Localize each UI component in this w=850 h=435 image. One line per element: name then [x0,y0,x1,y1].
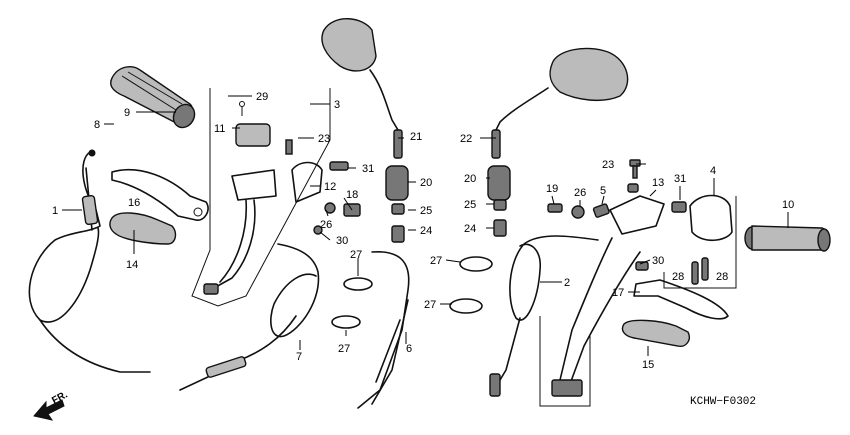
callout-19: 19 [546,183,558,195]
left-grip [110,66,196,129]
callout-1: 1 [52,205,58,217]
callout-30-left: 30 [336,235,348,247]
callout-16: 16 [128,197,140,209]
band-clamps-right [449,256,493,314]
right-switch-harness [539,237,641,407]
callout-21: 21 [410,131,422,143]
callout-labels: 8 9 1 16 14 29 3 11 23 31 12 18 26 30 21… [52,91,794,371]
callout-25-left: 25 [420,205,432,217]
callout-17: 17 [612,287,624,299]
lever-cover-right [621,319,690,347]
callout-18: 18 [346,189,358,201]
callout-28-a: 28 [672,271,684,283]
callout-28-b: 28 [716,271,728,283]
callout-27-d: 27 [424,299,436,311]
band-clamps-left [331,277,373,329]
wire-harness [357,251,410,409]
switch-assembly-frame [191,88,331,307]
callout-14: 14 [126,259,138,271]
callout-7: 7 [296,351,302,363]
callout-6: 6 [406,343,412,355]
callout-11: 11 [214,123,225,135]
callout-25-right: 25 [464,199,476,211]
mirror-mount-right [487,165,511,237]
clutch-cable [28,149,151,373]
callout-2: 2 [564,277,570,289]
brake-lever [633,257,729,320]
direction-label: FR. [50,389,70,406]
throttle-grip [744,225,831,252]
callout-27-c: 27 [430,255,442,267]
callout-26-right: 26 [574,187,586,199]
callout-24-right: 24 [464,223,476,235]
callout-23-left: 23 [318,133,330,145]
callout-12: 12 [324,181,336,193]
callout-15: 15 [642,359,654,371]
callout-10: 10 [782,199,794,211]
leader-lines [62,95,789,356]
callout-29: 29 [256,91,268,103]
callout-4: 4 [710,165,716,177]
mirror-mount-left [385,165,409,243]
callout-27-a: 27 [350,249,362,261]
callout-31-right: 31 [674,173,686,185]
brake-switch-cable [489,235,599,397]
callout-30-right: 30 [652,255,664,267]
callout-13: 13 [652,177,664,189]
callout-9: 9 [124,107,130,119]
callout-26-left: 26 [320,219,332,231]
bolt-right [629,159,641,179]
right-switch-housing [663,194,737,289]
left-mirror [321,18,403,159]
callout-20-right: 20 [464,173,476,185]
throttle-housing [285,139,361,235]
lever-cover [109,212,177,245]
callout-20-left: 20 [420,177,432,189]
master-cylinder [547,183,665,235]
callout-22: 22 [460,133,472,145]
throttle-cable [179,243,320,391]
front-direction-arrow [33,399,65,421]
callout-23-right: 23 [602,159,614,171]
right-mirror [491,47,629,159]
clutch-lever [111,168,209,221]
callout-27-b: 27 [338,343,350,355]
callout-3: 3 [334,99,340,111]
callout-8: 8 [94,119,100,131]
diagram-code: KCHW−F0302 [690,396,756,408]
callout-31-left: 31 [362,163,374,175]
callout-24-left: 24 [420,225,432,237]
callout-5: 5 [600,185,606,197]
